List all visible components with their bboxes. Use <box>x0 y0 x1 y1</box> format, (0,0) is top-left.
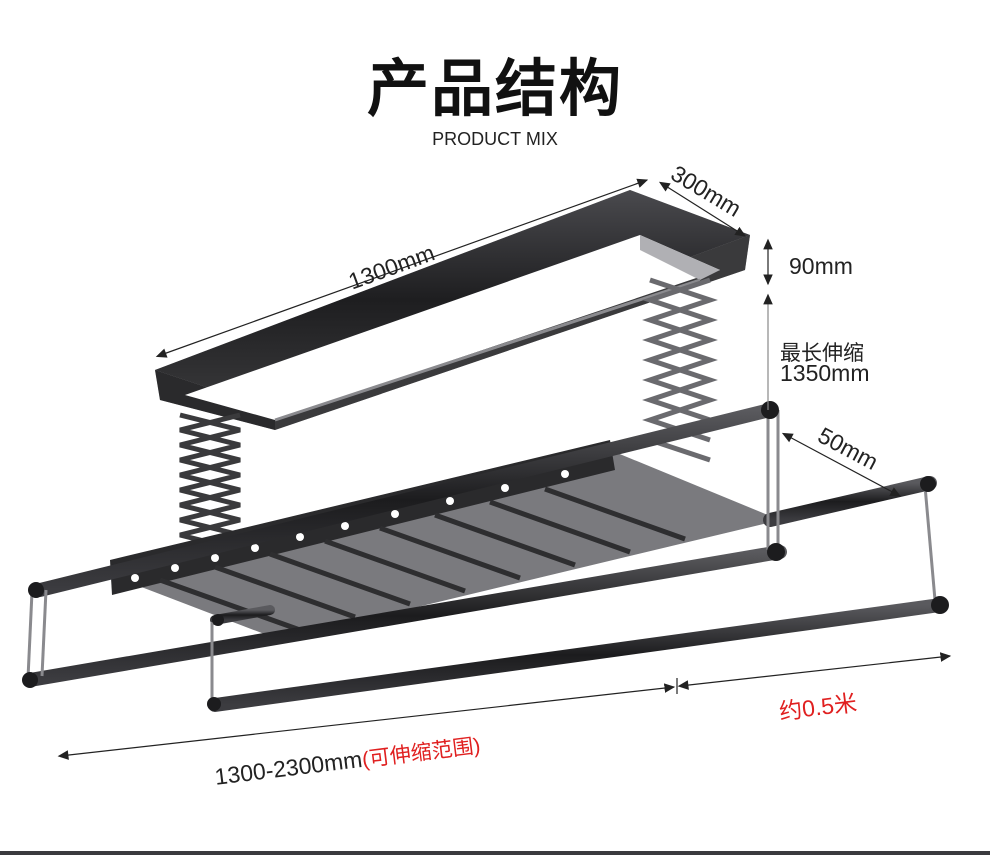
scissor-arm-left <box>179 412 241 553</box>
dim-line-length <box>155 178 649 358</box>
dim-line-range <box>57 683 676 760</box>
dim-line-gap <box>781 432 902 497</box>
max-extension-value: 1350mm <box>780 360 870 386</box>
drying-rack <box>22 401 949 712</box>
page-title: 产品结构 <box>366 52 623 125</box>
height-label: 90mm <box>789 253 853 279</box>
dim-line-width <box>658 181 747 237</box>
max-extension-label: 最长伸缩 <box>780 342 864 365</box>
page-subtitle: PRODUCT MIX <box>432 129 558 149</box>
dim-line-extra <box>677 652 952 690</box>
dimension-lines <box>57 178 952 760</box>
bottom-divider <box>0 851 990 855</box>
